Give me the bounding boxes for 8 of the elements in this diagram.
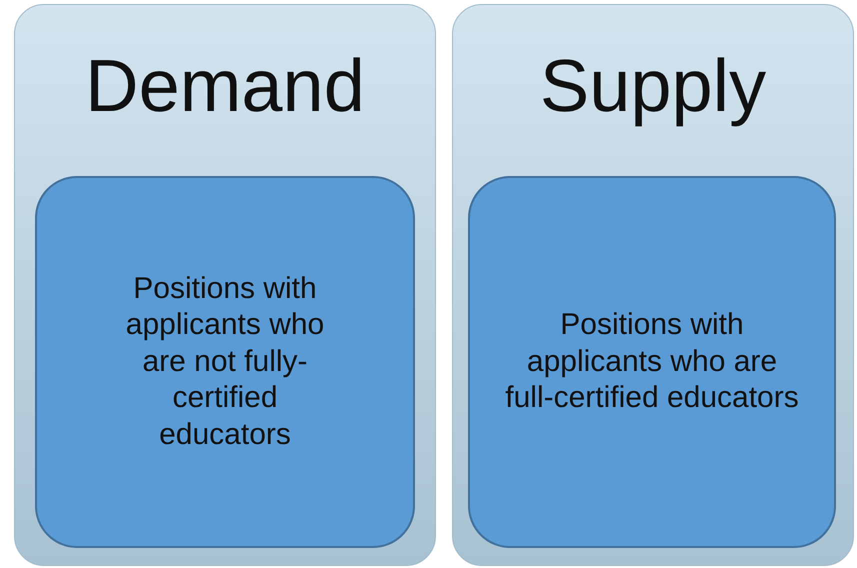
panel [452, 4, 854, 566]
content-box [35, 176, 415, 548]
panel [14, 4, 436, 566]
heading: Demand [84, 43, 366, 128]
description-text: Positions with applicants who are not fully-certified educators [124, 270, 326, 453]
description-text: Positions with applicants who are full-certified educators [504, 307, 800, 416]
heading: Supply [538, 43, 768, 128]
content-box [468, 176, 836, 548]
